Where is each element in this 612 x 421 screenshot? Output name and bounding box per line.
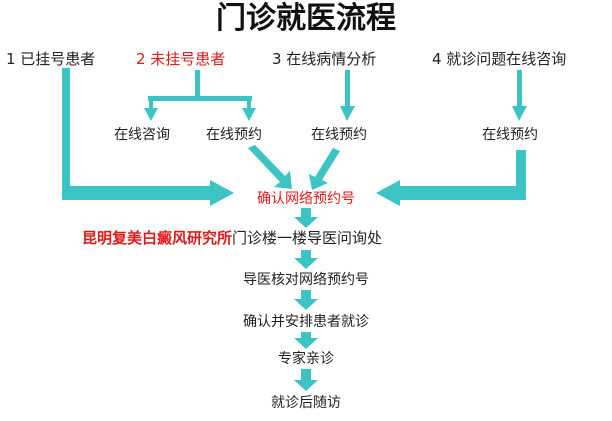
step-expert-consult: 专家亲诊 bbox=[278, 351, 334, 367]
arrow-arrange-to-expert bbox=[294, 332, 318, 349]
step-arrange-visit: 确认并安排患者就诊 bbox=[243, 314, 369, 330]
sub-option-online-booking: 在线预约 bbox=[206, 127, 262, 143]
arrow-expert-to-followup bbox=[294, 369, 318, 391]
arrow-booking-to-confirm bbox=[248, 145, 292, 189]
arrow-to-online-consult bbox=[144, 108, 158, 121]
sub-option-online-booking-2: 在线预约 bbox=[311, 127, 367, 143]
page-title: 门诊就医流程 bbox=[216, 1, 396, 36]
arrow-consult-to-booking bbox=[512, 106, 527, 121]
confirm-appointment-step: 确认网络预约号 bbox=[257, 191, 355, 207]
branch-stem bbox=[195, 70, 200, 98]
step-verify-number: 导医核对网络预约号 bbox=[243, 272, 369, 288]
step-follow-up: 就诊后随访 bbox=[271, 395, 341, 411]
sub-option-online-booking-3: 在线预约 bbox=[482, 127, 538, 143]
arrow-booking2-to-confirm bbox=[309, 148, 340, 190]
category-online-consult: 4 就诊问题在线咨询 bbox=[432, 50, 567, 68]
arrow-consult-to-confirm bbox=[376, 150, 526, 206]
arrow-verify-to-arrange bbox=[294, 290, 318, 310]
arrow-confirm-to-location bbox=[294, 208, 318, 228]
sub-option-online-consult: 在线咨询 bbox=[114, 127, 170, 143]
location-line: 昆明复美白癜风研究所门诊楼一楼导医问询处 bbox=[82, 231, 382, 246]
arrow-registered-to-confirm bbox=[62, 68, 234, 206]
hospital-name: 昆明复美白癜风研究所 bbox=[82, 229, 233, 247]
reception-desk: 门诊楼一楼导医问询处 bbox=[232, 229, 383, 247]
arrow-analysis-to-booking bbox=[340, 106, 355, 121]
arrow-to-online-booking bbox=[242, 108, 256, 121]
arrow-location-to-verify bbox=[294, 250, 318, 269]
category-unregistered: 2 未挂号患者 bbox=[136, 50, 226, 68]
category-online-analysis: 3 在线病情分析 bbox=[272, 50, 377, 68]
category-registered: 1 已挂号患者 bbox=[6, 50, 96, 68]
branch-bar bbox=[148, 96, 252, 101]
